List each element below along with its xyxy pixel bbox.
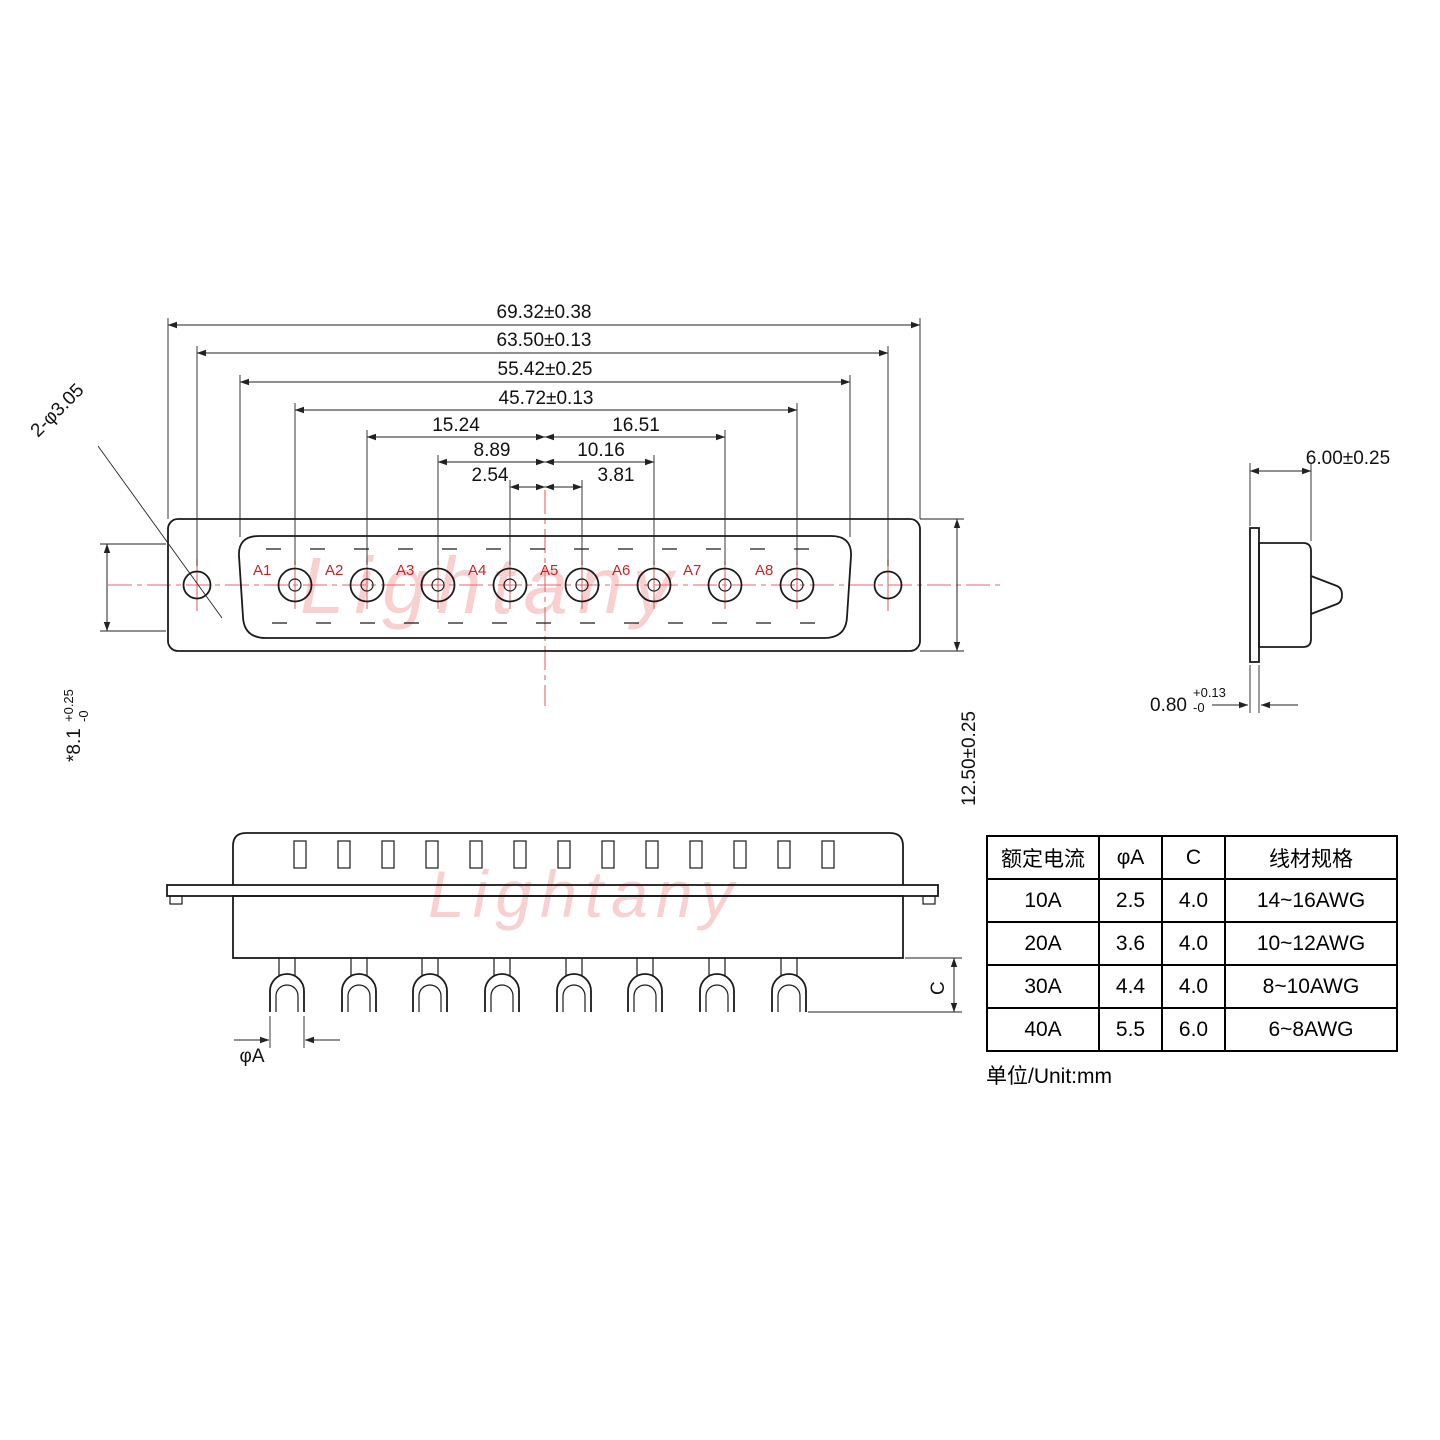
crimp-barrels	[269, 958, 807, 1012]
dim-center-to-a7: 16.51	[612, 415, 660, 436]
dim-center-to-a5: 3.81	[598, 465, 635, 486]
dim-total-width: 69.32±0.38	[497, 302, 592, 323]
spec-table-row: 30A 4.4 4.0 8~10AWG	[986, 964, 1398, 1009]
watermark-text: Lightany	[428, 857, 742, 931]
mounting-hole-left	[182, 570, 212, 600]
pin-label-a7: A7	[683, 562, 701, 579]
hole-callout: 2-φ3.05	[27, 380, 89, 442]
spec-cell: 4.0	[1161, 878, 1226, 923]
spec-cell: 4.0	[1161, 921, 1226, 966]
spec-cell: 2.5	[1098, 878, 1163, 923]
spec-cell: 6~8AWG	[1224, 1007, 1398, 1052]
spec-cell: 30A	[986, 964, 1100, 1009]
spec-cell: 10A	[986, 878, 1100, 923]
mounting-hole-right	[873, 570, 903, 600]
spec-cell: 3.6	[1098, 921, 1163, 966]
unit-note: 单位/Unit:mm	[986, 1065, 1112, 1088]
spec-table: 额定电流 φA C 线材规格 10A 2.5 4.0 14~16AWG 20A …	[986, 835, 1398, 1052]
pin-label-a1: A1	[253, 562, 271, 579]
dim-barrel-diameter: φA	[240, 1046, 265, 1067]
spec-cell: 10~12AWG	[1224, 921, 1398, 966]
dim-flange-height: 12.50±0.25	[959, 711, 980, 806]
spec-table-row: 40A 5.5 6.0 6~8AWG	[986, 1007, 1398, 1052]
side-view: 6.00±0.25 0.80 +0.13 -0	[1150, 448, 1390, 716]
dim-depth: 6.00±0.25	[1306, 448, 1390, 469]
section-flange	[166, 884, 939, 897]
spec-cell: 20A	[986, 921, 1100, 966]
dim-flange-tol-minus: -0	[1193, 700, 1205, 715]
spec-header-diameter: φA	[1098, 835, 1163, 880]
power-contacts	[277, 567, 815, 603]
dim-pin-span: 45.72±0.13	[499, 388, 594, 409]
d-shell-outline	[238, 535, 852, 639]
spec-cell: 40A	[986, 1007, 1100, 1052]
svg-text:2-φ3.05: 2-φ3.05	[27, 380, 89, 442]
spec-cell: 4.0	[1161, 964, 1226, 1009]
hole-callout-leader	[97, 445, 223, 619]
spec-table-row: 20A 3.6 4.0 10~12AWG	[986, 921, 1398, 966]
section-view: C φA	[166, 832, 962, 1067]
front-view: A1 A2 A3 A4 A5 A6 A7 A8	[27, 302, 1005, 806]
dim-flange-thickness-group: 0.80 +0.13 -0	[1150, 665, 1298, 716]
flange-tab-right	[922, 895, 936, 905]
section-body	[232, 895, 904, 959]
pin-label-a4: A4	[468, 562, 486, 579]
spec-table-row: 10A 2.5 4.0 14~16AWG	[986, 878, 1398, 923]
dim-flange-height-group: 12.50±0.25	[920, 518, 980, 806]
spec-cell: 5.5	[1098, 1007, 1163, 1052]
dim-a3-to-center: 8.89	[474, 440, 511, 461]
dim-shell-height-tol-plus: +0.25	[61, 689, 76, 722]
section-cavity-slots	[293, 840, 835, 869]
side-body	[1258, 542, 1312, 648]
extension-lines	[167, 318, 921, 566]
dim-barrel-diameter-group: φA	[234, 1016, 340, 1067]
dim-depth-group: 6.00±0.25	[1249, 448, 1390, 541]
dim-flange-tol-plus: +0.13	[1193, 685, 1226, 700]
dim-barrel-depth-group: C	[808, 957, 962, 1013]
dim-center-to-a6: 10.16	[577, 440, 625, 461]
pin-label-a3: A3	[396, 562, 414, 579]
dim-shell-width: 55.42±0.25	[498, 359, 593, 380]
spec-header-wire-gauge: 线材规格	[1224, 835, 1398, 880]
spec-cell: 4.4	[1098, 964, 1163, 1009]
pin-label-a6: A6	[612, 562, 630, 579]
dim-shell-height-group: *8.1 +0.25 -0	[61, 543, 166, 762]
flange-tab-left	[169, 895, 183, 905]
spec-header-current: 额定电流	[986, 835, 1100, 880]
dim-a4-to-center: 2.54	[472, 465, 509, 486]
pin-label-a8: A8	[755, 562, 773, 579]
side-terminal	[1310, 575, 1343, 615]
spec-table-header-row: 额定电流 φA C 线材规格	[986, 835, 1398, 880]
spec-cell: 8~10AWG	[1224, 964, 1398, 1009]
spec-cell: 14~16AWG	[1224, 878, 1398, 923]
dim-shell-height: *8.1	[64, 728, 85, 762]
dim-a2-to-center: 15.24	[432, 415, 480, 436]
pin-label-a2: A2	[325, 562, 343, 579]
flange-outline	[167, 518, 921, 652]
dimension-lines	[167, 321, 921, 491]
dim-shell-height-tol-minus: -0	[76, 710, 91, 722]
pin-labels: A1 A2 A3 A4 A5 A6 A7 A8	[253, 562, 773, 579]
pin-label-a5: A5	[540, 562, 558, 579]
spec-cell: 6.0	[1161, 1007, 1226, 1052]
spec-header-depth: C	[1161, 835, 1226, 880]
section-shell	[232, 832, 904, 885]
dim-hole-spacing: 63.50±0.13	[497, 330, 592, 351]
dim-flange-thickness: 0.80	[1150, 695, 1187, 716]
side-flange	[1249, 527, 1260, 663]
dim-barrel-depth: C	[928, 981, 949, 995]
